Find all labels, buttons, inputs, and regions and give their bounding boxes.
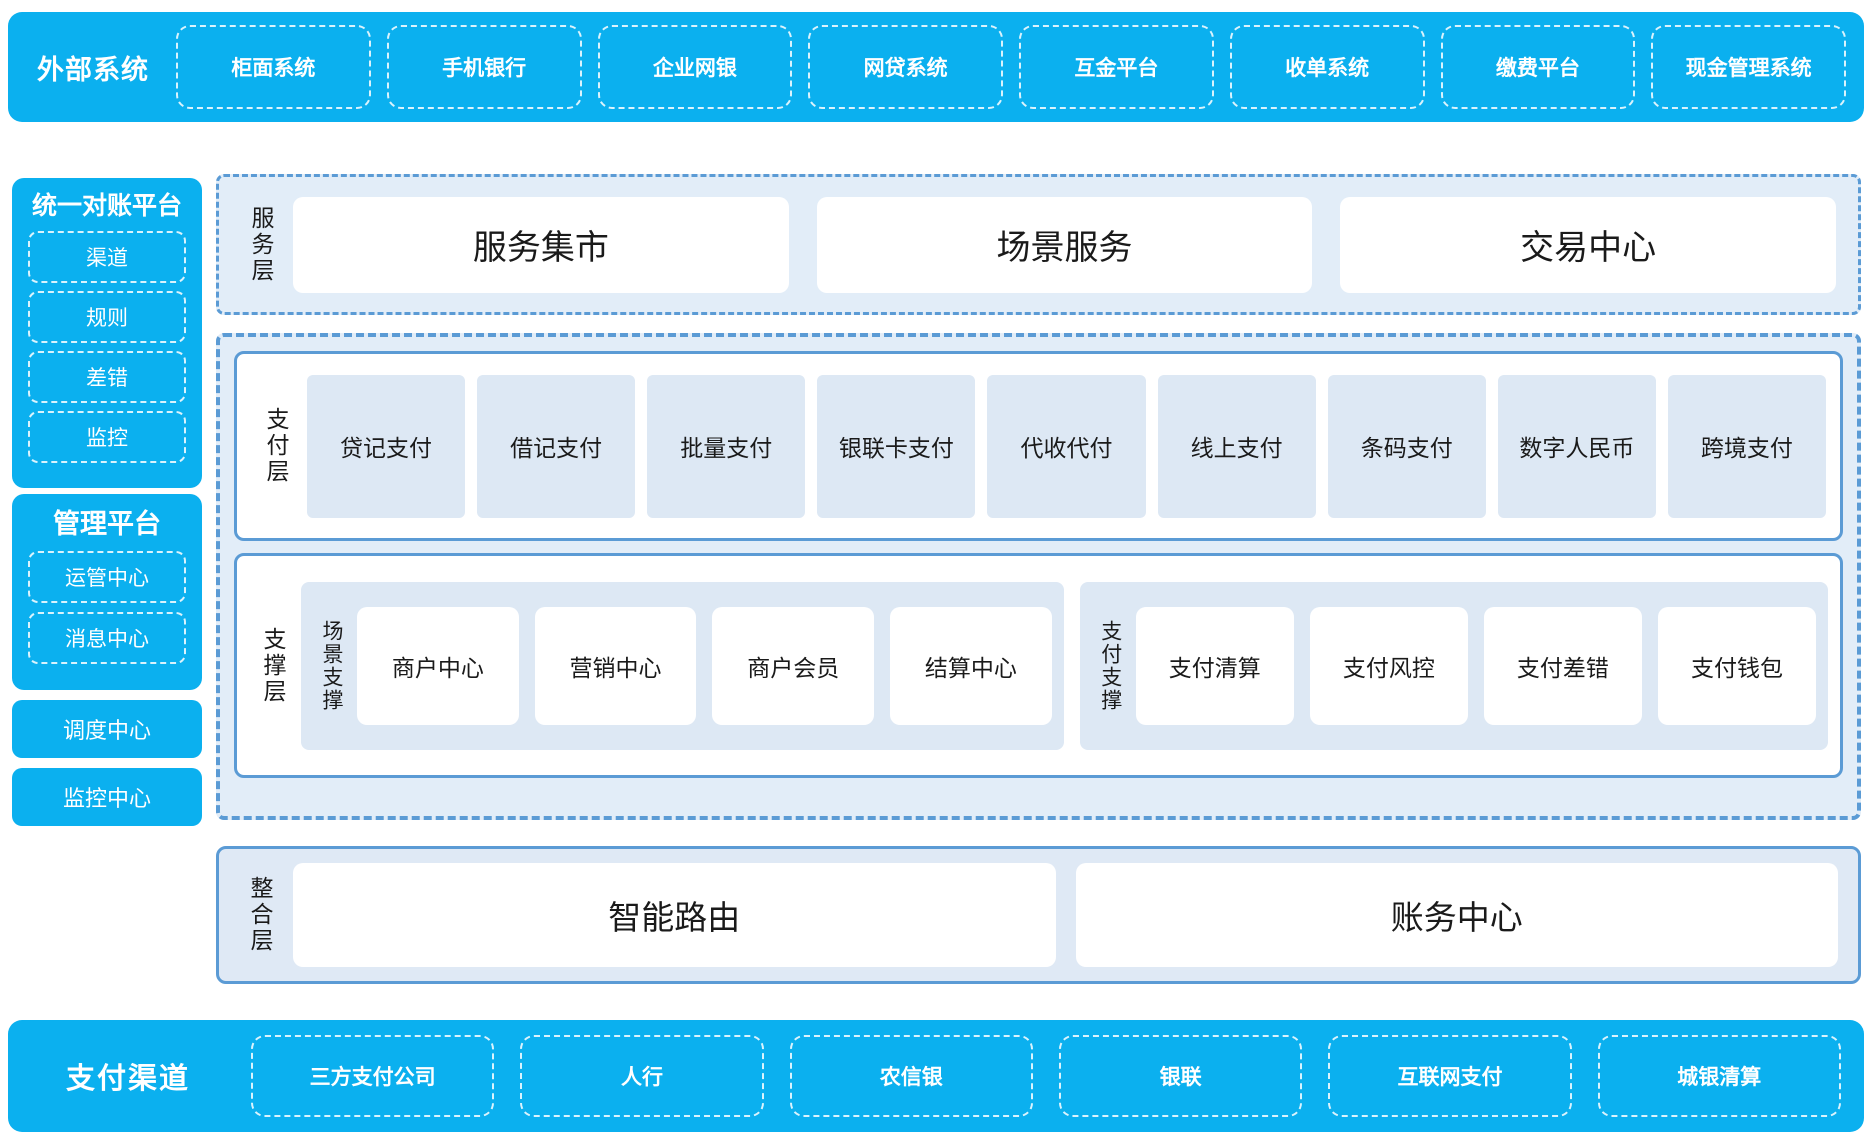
support-item-settlement-center[interactable]: 结算中心 — [890, 606, 1052, 725]
management-platform-title: 管理平台 — [53, 509, 161, 539]
service-layer-container: 服务层 服务集市 场景服务 交易中心 — [216, 174, 1861, 315]
payment-support-label: 支付支撑 — [1098, 619, 1122, 712]
payment-channel-chip[interactable]: 银联 — [1058, 1035, 1303, 1117]
integration-layer-label: 整合层 — [247, 876, 273, 954]
support-item-payment-clearing[interactable]: 支付清算 — [1135, 606, 1294, 725]
payment-card-online[interactable]: 线上支付 — [1157, 374, 1316, 518]
payment-channels-items: 三方支付公司 人行 农信银 银联 互联网支付 城银清算 — [238, 1020, 1854, 1132]
reconciliation-item-monitor[interactable]: 监控 — [28, 411, 186, 463]
external-systems-bar: 外部系统 柜面系统 手机银行 企业网银 网贷系统 互金平台 收单系统 缴费平台 … — [8, 12, 1864, 122]
payment-card-unionpay[interactable]: 银联卡支付 — [817, 374, 976, 518]
external-systems-items: 柜面系统 手机银行 企业网银 网贷系统 互金平台 收单系统 缴费平台 现金管理系… — [168, 12, 1854, 122]
support-layer-panel: 支撑层 场景支撑 商户中心 营销中心 商户会员 结算中心 支付支撑 支付清算 — [234, 553, 1843, 778]
service-card-marketplace[interactable]: 服务集市 — [293, 196, 789, 293]
payment-layer-cards: 贷记支付 借记支付 批量支付 银联卡支付 代收代付 线上支付 条码支付 数字人民… — [301, 374, 1826, 518]
integration-layer-cards: 智能路由 账务中心 — [293, 863, 1844, 967]
external-system-chip[interactable]: 收单系统 — [1229, 25, 1425, 109]
integration-card-smart-routing[interactable]: 智能路由 — [293, 863, 1056, 967]
payment-card-debit[interactable]: 借记支付 — [477, 374, 636, 518]
scenario-support-label: 场景支撑 — [320, 619, 343, 712]
scenario-support-items: 商户中心 营销中心 商户会员 结算中心 — [357, 606, 1052, 725]
reconciliation-platform-title: 统一对账平台 — [31, 192, 182, 220]
core-platform-container: 支付层 贷记支付 借记支付 批量支付 银联卡支付 代收代付 线上支付 条码支付 … — [216, 333, 1861, 820]
external-system-chip[interactable]: 互金平台 — [1019, 25, 1214, 109]
support-item-payment-error[interactable]: 支付差错 — [1483, 606, 1642, 725]
reconciliation-item-channel[interactable]: 渠道 — [28, 231, 186, 283]
external-system-chip[interactable]: 柜面系统 — [176, 25, 371, 109]
support-item-marketing-center[interactable]: 营销中心 — [534, 606, 697, 725]
payment-channel-chip[interactable]: 农信银 — [789, 1035, 1033, 1117]
payment-layer-panel: 支付层 贷记支付 借记支付 批量支付 银联卡支付 代收代付 线上支付 条码支付 … — [234, 351, 1843, 541]
integration-layer-container: 整合层 智能路由 账务中心 — [216, 846, 1861, 984]
support-item-merchant-member[interactable]: 商户会员 — [712, 606, 875, 725]
service-card-scenario[interactable]: 场景服务 — [816, 196, 1313, 293]
management-item-operations-center[interactable]: 运管中心 — [28, 551, 186, 603]
support-item-payment-wallet[interactable]: 支付钱包 — [1657, 606, 1816, 725]
payment-card-barcode[interactable]: 条码支付 — [1327, 374, 1486, 518]
reconciliation-platform-card: 统一对账平台 渠道 规则 差错 监控 — [12, 178, 202, 488]
scheduling-center-card[interactable]: 调度中心 — [12, 700, 202, 758]
support-item-merchant-center[interactable]: 商户中心 — [357, 606, 519, 725]
monitoring-center-card[interactable]: 监控中心 — [12, 768, 202, 826]
payment-support-group: 支付支撑 支付清算 支付风控 支付差错 支付钱包 — [1079, 581, 1828, 750]
support-layer-groups: 场景支撑 商户中心 营销中心 商户会员 结算中心 支付支撑 支付清算 支付风控 … — [297, 581, 1828, 750]
integration-card-accounting-center[interactable]: 账务中心 — [1075, 863, 1838, 967]
payment-card-batch[interactable]: 批量支付 — [647, 374, 806, 518]
payment-card-collection-payment[interactable]: 代收代付 — [987, 374, 1146, 518]
payment-channel-chip[interactable]: 互联网支付 — [1328, 1035, 1572, 1117]
payment-layer-label: 支付层 — [263, 407, 289, 485]
management-item-message-center[interactable]: 消息中心 — [28, 612, 186, 664]
external-system-chip[interactable]: 缴费平台 — [1440, 25, 1636, 109]
management-platform-card: 管理平台 运管中心 消息中心 — [12, 494, 202, 690]
payment-channels-bar: 支付渠道 三方支付公司 人行 农信银 银联 互联网支付 城银清算 — [8, 1020, 1864, 1132]
service-layer-cards: 服务集市 场景服务 交易中心 — [289, 196, 1858, 293]
external-system-chip[interactable]: 手机银行 — [386, 25, 582, 109]
external-system-chip[interactable]: 企业网银 — [597, 25, 793, 109]
reconciliation-item-error[interactable]: 差错 — [28, 351, 186, 403]
external-system-chip[interactable]: 现金管理系统 — [1651, 25, 1846, 109]
scenario-support-group: 场景支撑 商户中心 营销中心 商户会员 结算中心 — [301, 581, 1064, 750]
payment-channel-chip[interactable]: 城银清算 — [1597, 1035, 1841, 1117]
payment-card-credit[interactable]: 贷记支付 — [307, 374, 466, 518]
support-item-payment-risk[interactable]: 支付风控 — [1309, 606, 1468, 725]
payment-card-digital-rmb[interactable]: 数字人民币 — [1497, 374, 1656, 518]
support-layer-label: 支撑层 — [260, 626, 286, 705]
external-systems-title: 外部系统 — [37, 54, 149, 85]
payment-channel-chip[interactable]: 人行 — [520, 1035, 764, 1117]
payment-channel-chip[interactable]: 三方支付公司 — [251, 1035, 495, 1117]
payment-channels-title: 支付渠道 — [65, 1063, 190, 1095]
external-system-chip[interactable]: 网贷系统 — [808, 25, 1003, 109]
service-layer-label: 服务层 — [248, 205, 274, 284]
payment-card-cross-border[interactable]: 跨境支付 — [1667, 374, 1826, 518]
payment-support-items: 支付清算 支付风控 支付差错 支付钱包 — [1135, 606, 1816, 725]
service-card-transaction-center[interactable]: 交易中心 — [1340, 196, 1837, 293]
reconciliation-item-rule[interactable]: 规则 — [28, 291, 186, 343]
